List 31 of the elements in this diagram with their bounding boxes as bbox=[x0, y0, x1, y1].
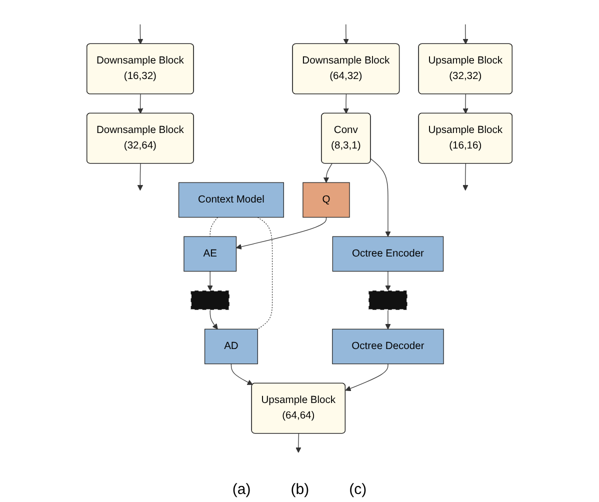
connector bbox=[210, 216, 218, 237]
arrow bbox=[230, 364, 253, 385]
node-box: AD bbox=[204, 328, 258, 364]
arrow bbox=[345, 364, 388, 392]
arrow bbox=[462, 94, 468, 114]
arrow bbox=[296, 433, 302, 453]
subfigure-label: (b) bbox=[290, 481, 310, 498]
arrow bbox=[343, 24, 349, 44]
node-box: AE bbox=[184, 236, 237, 272]
arrow bbox=[236, 216, 327, 250]
subfigure-label: (a) bbox=[232, 481, 251, 498]
node-box: Q bbox=[302, 182, 350, 218]
connector bbox=[257, 216, 273, 330]
arrow bbox=[370, 158, 391, 237]
node-box: Octree Decoder bbox=[332, 328, 444, 364]
arrow bbox=[323, 163, 332, 183]
subfigure-label: (c) bbox=[349, 481, 367, 498]
arrow bbox=[385, 270, 391, 291]
node-box: Octree Encoder bbox=[332, 236, 444, 272]
node-bar bbox=[368, 290, 408, 310]
arrow bbox=[462, 24, 468, 44]
arrow bbox=[138, 24, 144, 44]
arrow bbox=[462, 163, 468, 191]
arrow bbox=[138, 94, 144, 114]
arrow bbox=[210, 310, 218, 330]
arrow bbox=[207, 270, 213, 291]
arrow bbox=[137, 163, 144, 191]
node-bar bbox=[190, 290, 230, 310]
arrow bbox=[343, 94, 349, 114]
node-box: Context Model bbox=[178, 182, 284, 218]
arrow bbox=[385, 310, 391, 330]
